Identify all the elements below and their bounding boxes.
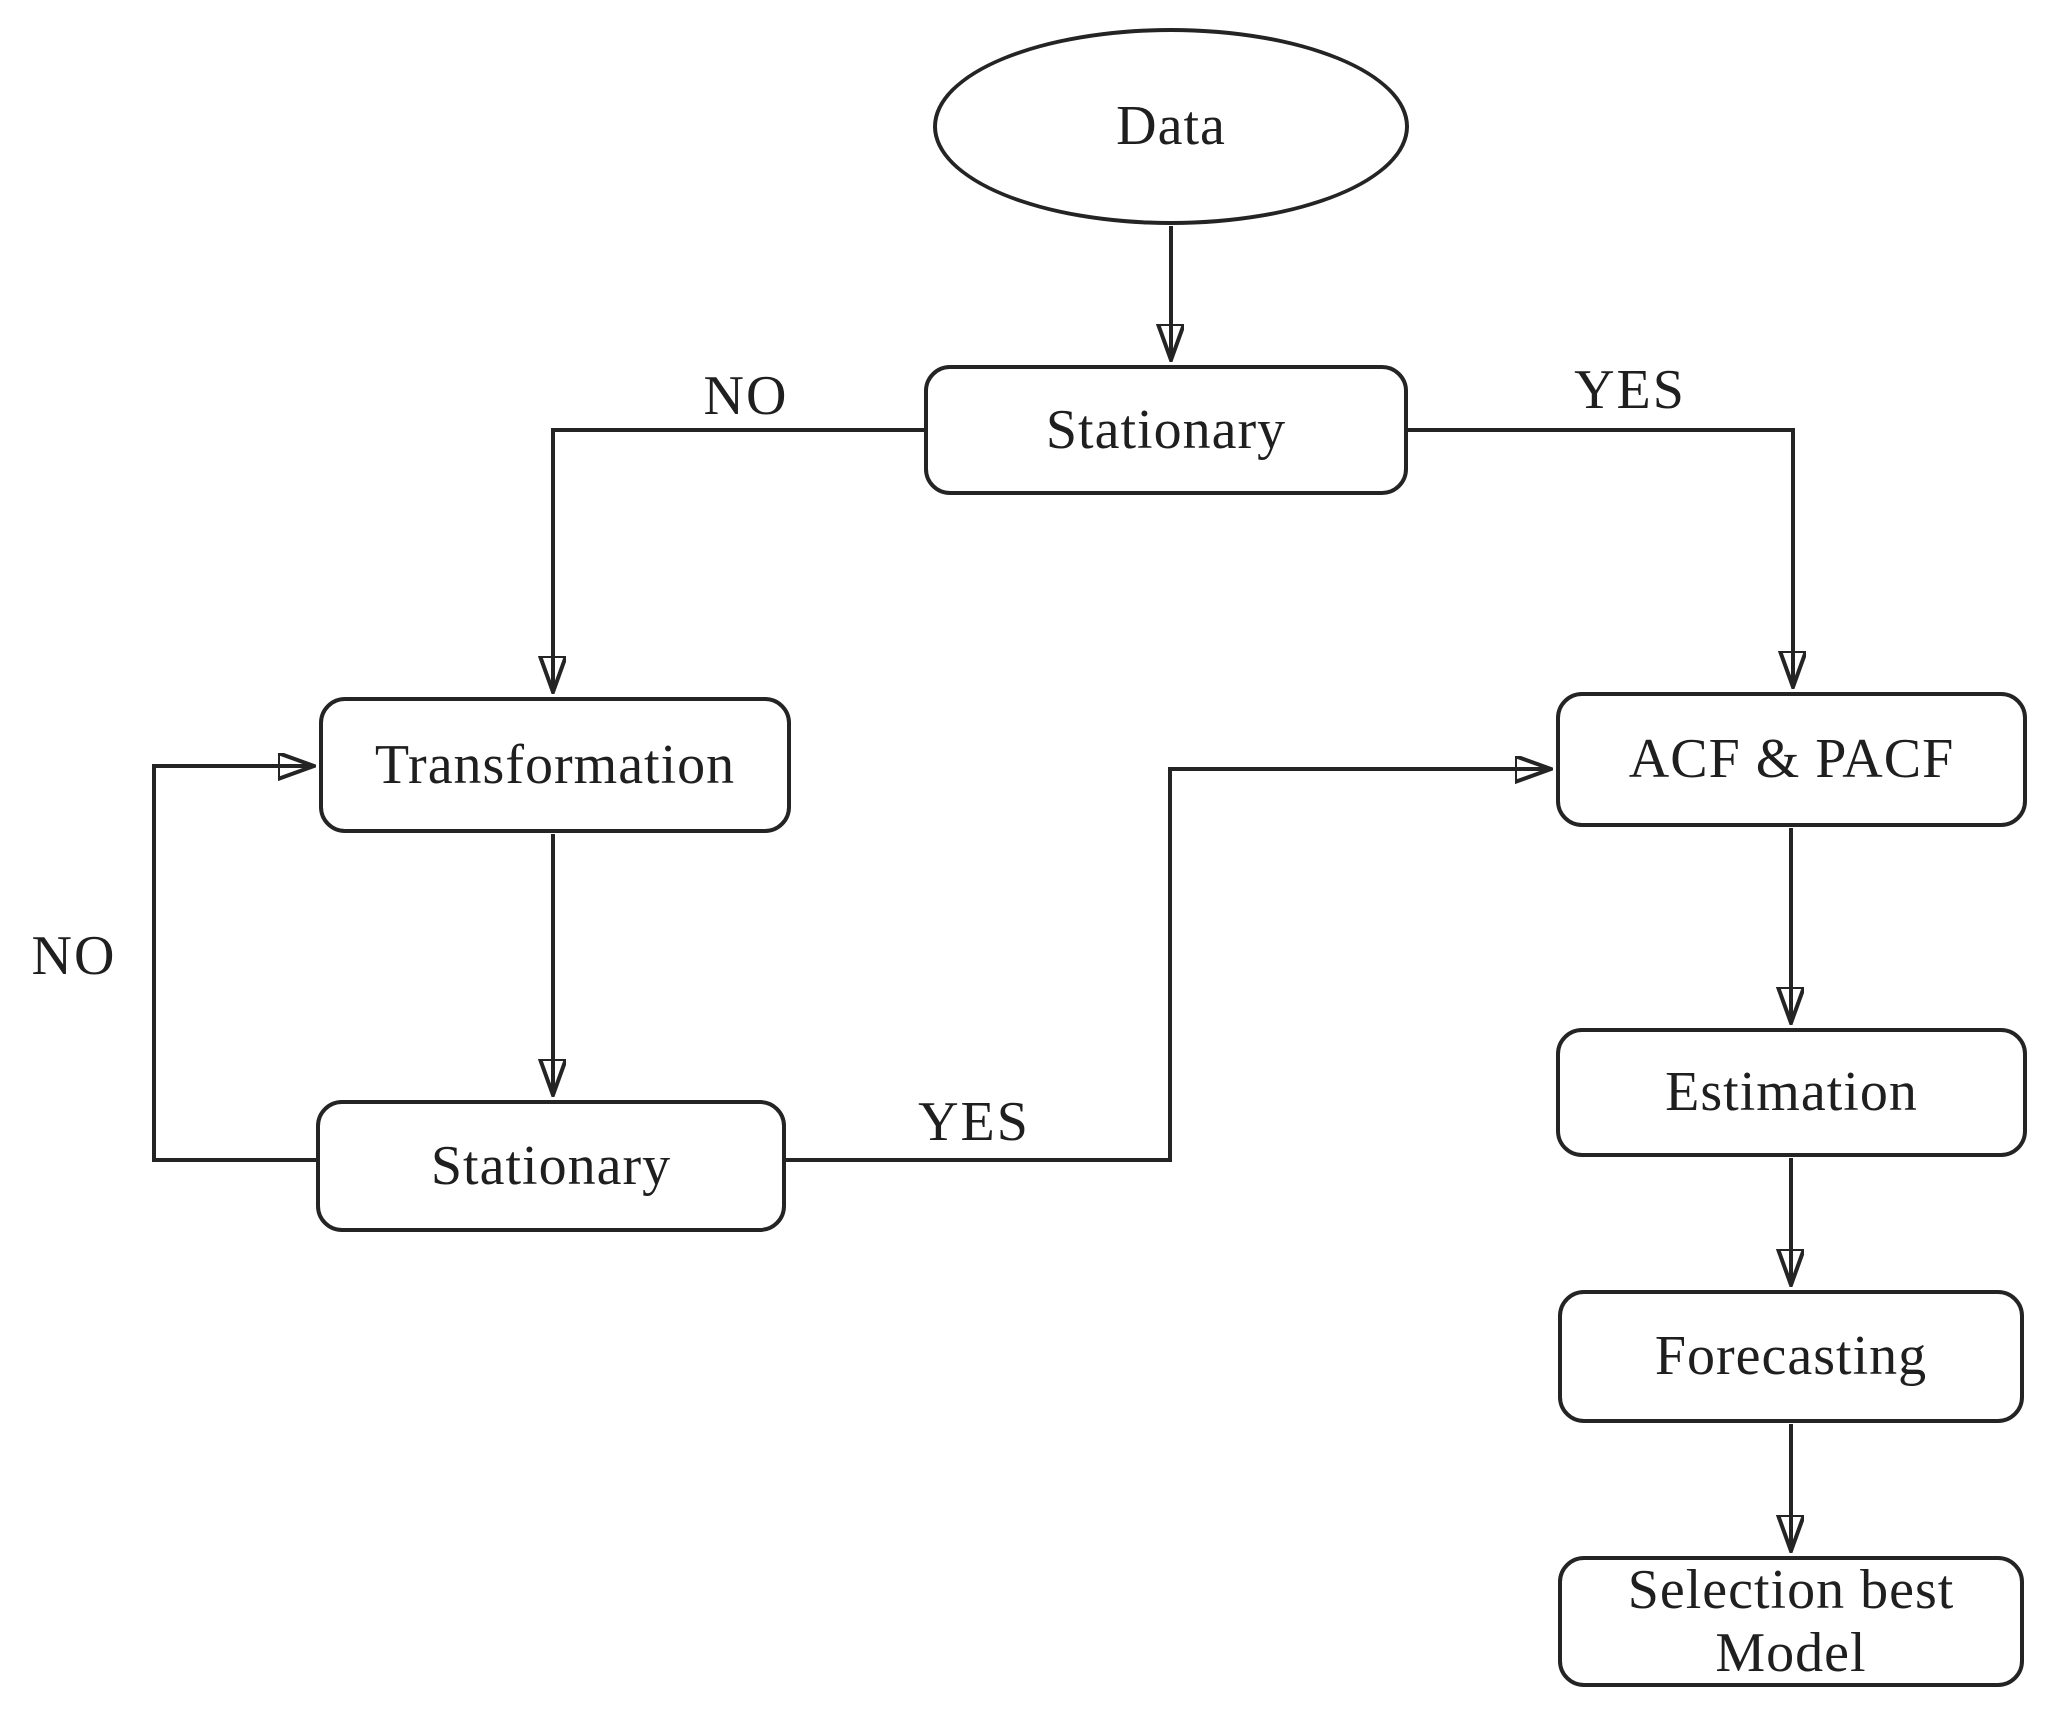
node-stationary-2-label: Stationary bbox=[430, 1134, 672, 1197]
edge-stationary2-yes-to-acf-pacf bbox=[786, 769, 1551, 1162]
node-forecasting: Forecasting bbox=[1558, 1290, 2024, 1423]
node-selection-best-model: Selection best Model bbox=[1558, 1556, 2024, 1687]
edge-label-yes-1: YES bbox=[1574, 359, 1686, 421]
node-stationary-1-label: Stationary bbox=[1045, 398, 1287, 461]
node-stationary-1: Stationary bbox=[924, 365, 1408, 495]
node-transformation: Transformation bbox=[319, 697, 791, 833]
node-data-label: Data bbox=[1116, 95, 1226, 158]
edge-stationary1-no-to-transformation bbox=[553, 428, 924, 692]
edge-label-no-1: NO bbox=[703, 365, 789, 427]
node-stationary-2: Stationary bbox=[316, 1100, 786, 1232]
node-selection-best-model-label: Selection best Model bbox=[1627, 1558, 1955, 1684]
edge-stationary1-yes-to-acf-pacf bbox=[1408, 428, 1793, 687]
edge-stationary2-no-loop-to-transformation bbox=[152, 766, 316, 1162]
edge-label-yes-2: YES bbox=[918, 1091, 1030, 1153]
node-estimation: Estimation bbox=[1556, 1028, 2027, 1157]
node-acf-pacf: ACF & PACF bbox=[1556, 692, 2027, 827]
edge-label-no-2: NO bbox=[31, 925, 117, 987]
node-transformation-label: Transformation bbox=[374, 733, 736, 796]
node-acf-pacf-label: ACF & PACF bbox=[1628, 728, 1955, 791]
node-estimation-label: Estimation bbox=[1665, 1061, 1918, 1124]
node-data: Data bbox=[933, 28, 1409, 225]
node-forecasting-label: Forecasting bbox=[1654, 1325, 1928, 1388]
